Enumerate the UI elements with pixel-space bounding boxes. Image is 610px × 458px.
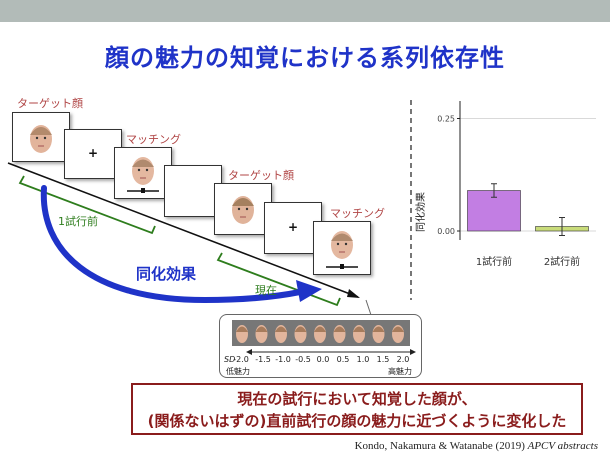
fixation-cross: + — [87, 146, 99, 160]
scale-tick: 0.0 — [316, 355, 330, 364]
conclusion-line-1: 現在の試行において知覚した顔が、 — [237, 390, 477, 408]
scale-tick: -2.0 — [233, 355, 249, 364]
prev-trial-bracket — [18, 175, 156, 235]
sd-label: SD — [224, 355, 236, 364]
citation-authors: Kondo, Nakamura & Watanabe (2019) — [354, 440, 525, 452]
assimilation-arrow — [40, 185, 303, 304]
assimilation-bar-chart: 0.00 0.25 1試行前 2試行前 — [437, 101, 596, 268]
chart-error-bars — [491, 183, 565, 236]
header-band — [0, 0, 610, 22]
chart-y-tick-label: 0.00 — [437, 227, 455, 236]
face-image — [127, 157, 159, 193]
morph-faces-strip — [232, 320, 410, 346]
chart-y-ticks: 0.00 0.25 — [437, 115, 460, 236]
chart-x-tick-label: 1試行前 — [476, 255, 512, 268]
chart-bar — [467, 190, 521, 232]
timeline-arrowhead — [347, 289, 360, 298]
face-image — [232, 196, 254, 224]
chart-bars — [467, 190, 589, 232]
chart-y-tick-label: 0.25 — [437, 115, 455, 124]
target-label-1: ターゲット顔 — [17, 97, 83, 110]
chart-x-ticks: 1試行前 2試行前 — [476, 255, 580, 268]
fixation-cross: + — [287, 220, 299, 234]
scale-tick: -1.5 — [255, 355, 271, 364]
low-attractiveness-label: 低魅力 — [226, 367, 250, 376]
scale-double-arrow — [246, 349, 416, 355]
fixation-frame-1: + — [64, 129, 122, 179]
scale-tick: -0.5 — [295, 355, 311, 364]
blank-frame — [164, 165, 222, 217]
high-attractiveness-label: 高魅力 — [388, 367, 412, 376]
scale-tick: 2.0 — [396, 355, 410, 364]
scale-tick: 0.5 — [336, 355, 350, 364]
conclusion-box: 現在の試行において知覚した顔が、 (関係ないはずの)直前試行の顔の魅力に近づくよ… — [131, 383, 583, 435]
matching-label-1: マッチング — [126, 133, 181, 146]
prev-trial-label: 1試行前 — [58, 215, 98, 228]
conclusion-line-2: (関係ないはずの)直前試行の顔の魅力に近づくように変化した — [147, 412, 567, 430]
scale-tick: 1.0 — [356, 355, 370, 364]
citation: Kondo, Nakamura & Watanabe (2019) APCV a… — [355, 440, 598, 452]
matching-face-frame-2 — [313, 221, 371, 275]
citation-venue: APCV abstracts — [527, 440, 598, 452]
scale-tick-row: SD -2.0 -1.5 -1.0 -0.5 0.0 0.5 1.0 1.5 2… — [222, 355, 422, 367]
target-label-2: ターゲット顔 — [228, 169, 294, 182]
scale-tick: 1.5 — [376, 355, 390, 364]
fixation-frame-2: + — [264, 202, 322, 254]
current-trial-bracket — [216, 252, 341, 307]
face-image — [326, 231, 358, 269]
face-image — [30, 125, 52, 153]
timeline-line — [7, 162, 359, 298]
target-face-frame-2 — [214, 183, 272, 235]
chart-x-tick-label: 2試行前 — [544, 255, 580, 268]
morph-scale-panel: SD -2.0 -1.5 -1.0 -0.5 0.0 0.5 1.0 1.5 2… — [219, 314, 422, 378]
current-trial-label: 現在 — [255, 284, 277, 297]
morph-faces — [236, 325, 404, 343]
target-face-frame-1 — [12, 112, 70, 162]
scale-tick: -1.0 — [275, 355, 291, 364]
assimilation-arrowhead — [296, 280, 322, 302]
slide-title: 顔の魅力の知覚における系列依存性 — [105, 44, 505, 72]
assimilation-effect-label: 同化効果 — [136, 265, 197, 283]
matching-face-frame-1 — [114, 147, 172, 199]
matching-label-2: マッチング — [330, 207, 385, 220]
